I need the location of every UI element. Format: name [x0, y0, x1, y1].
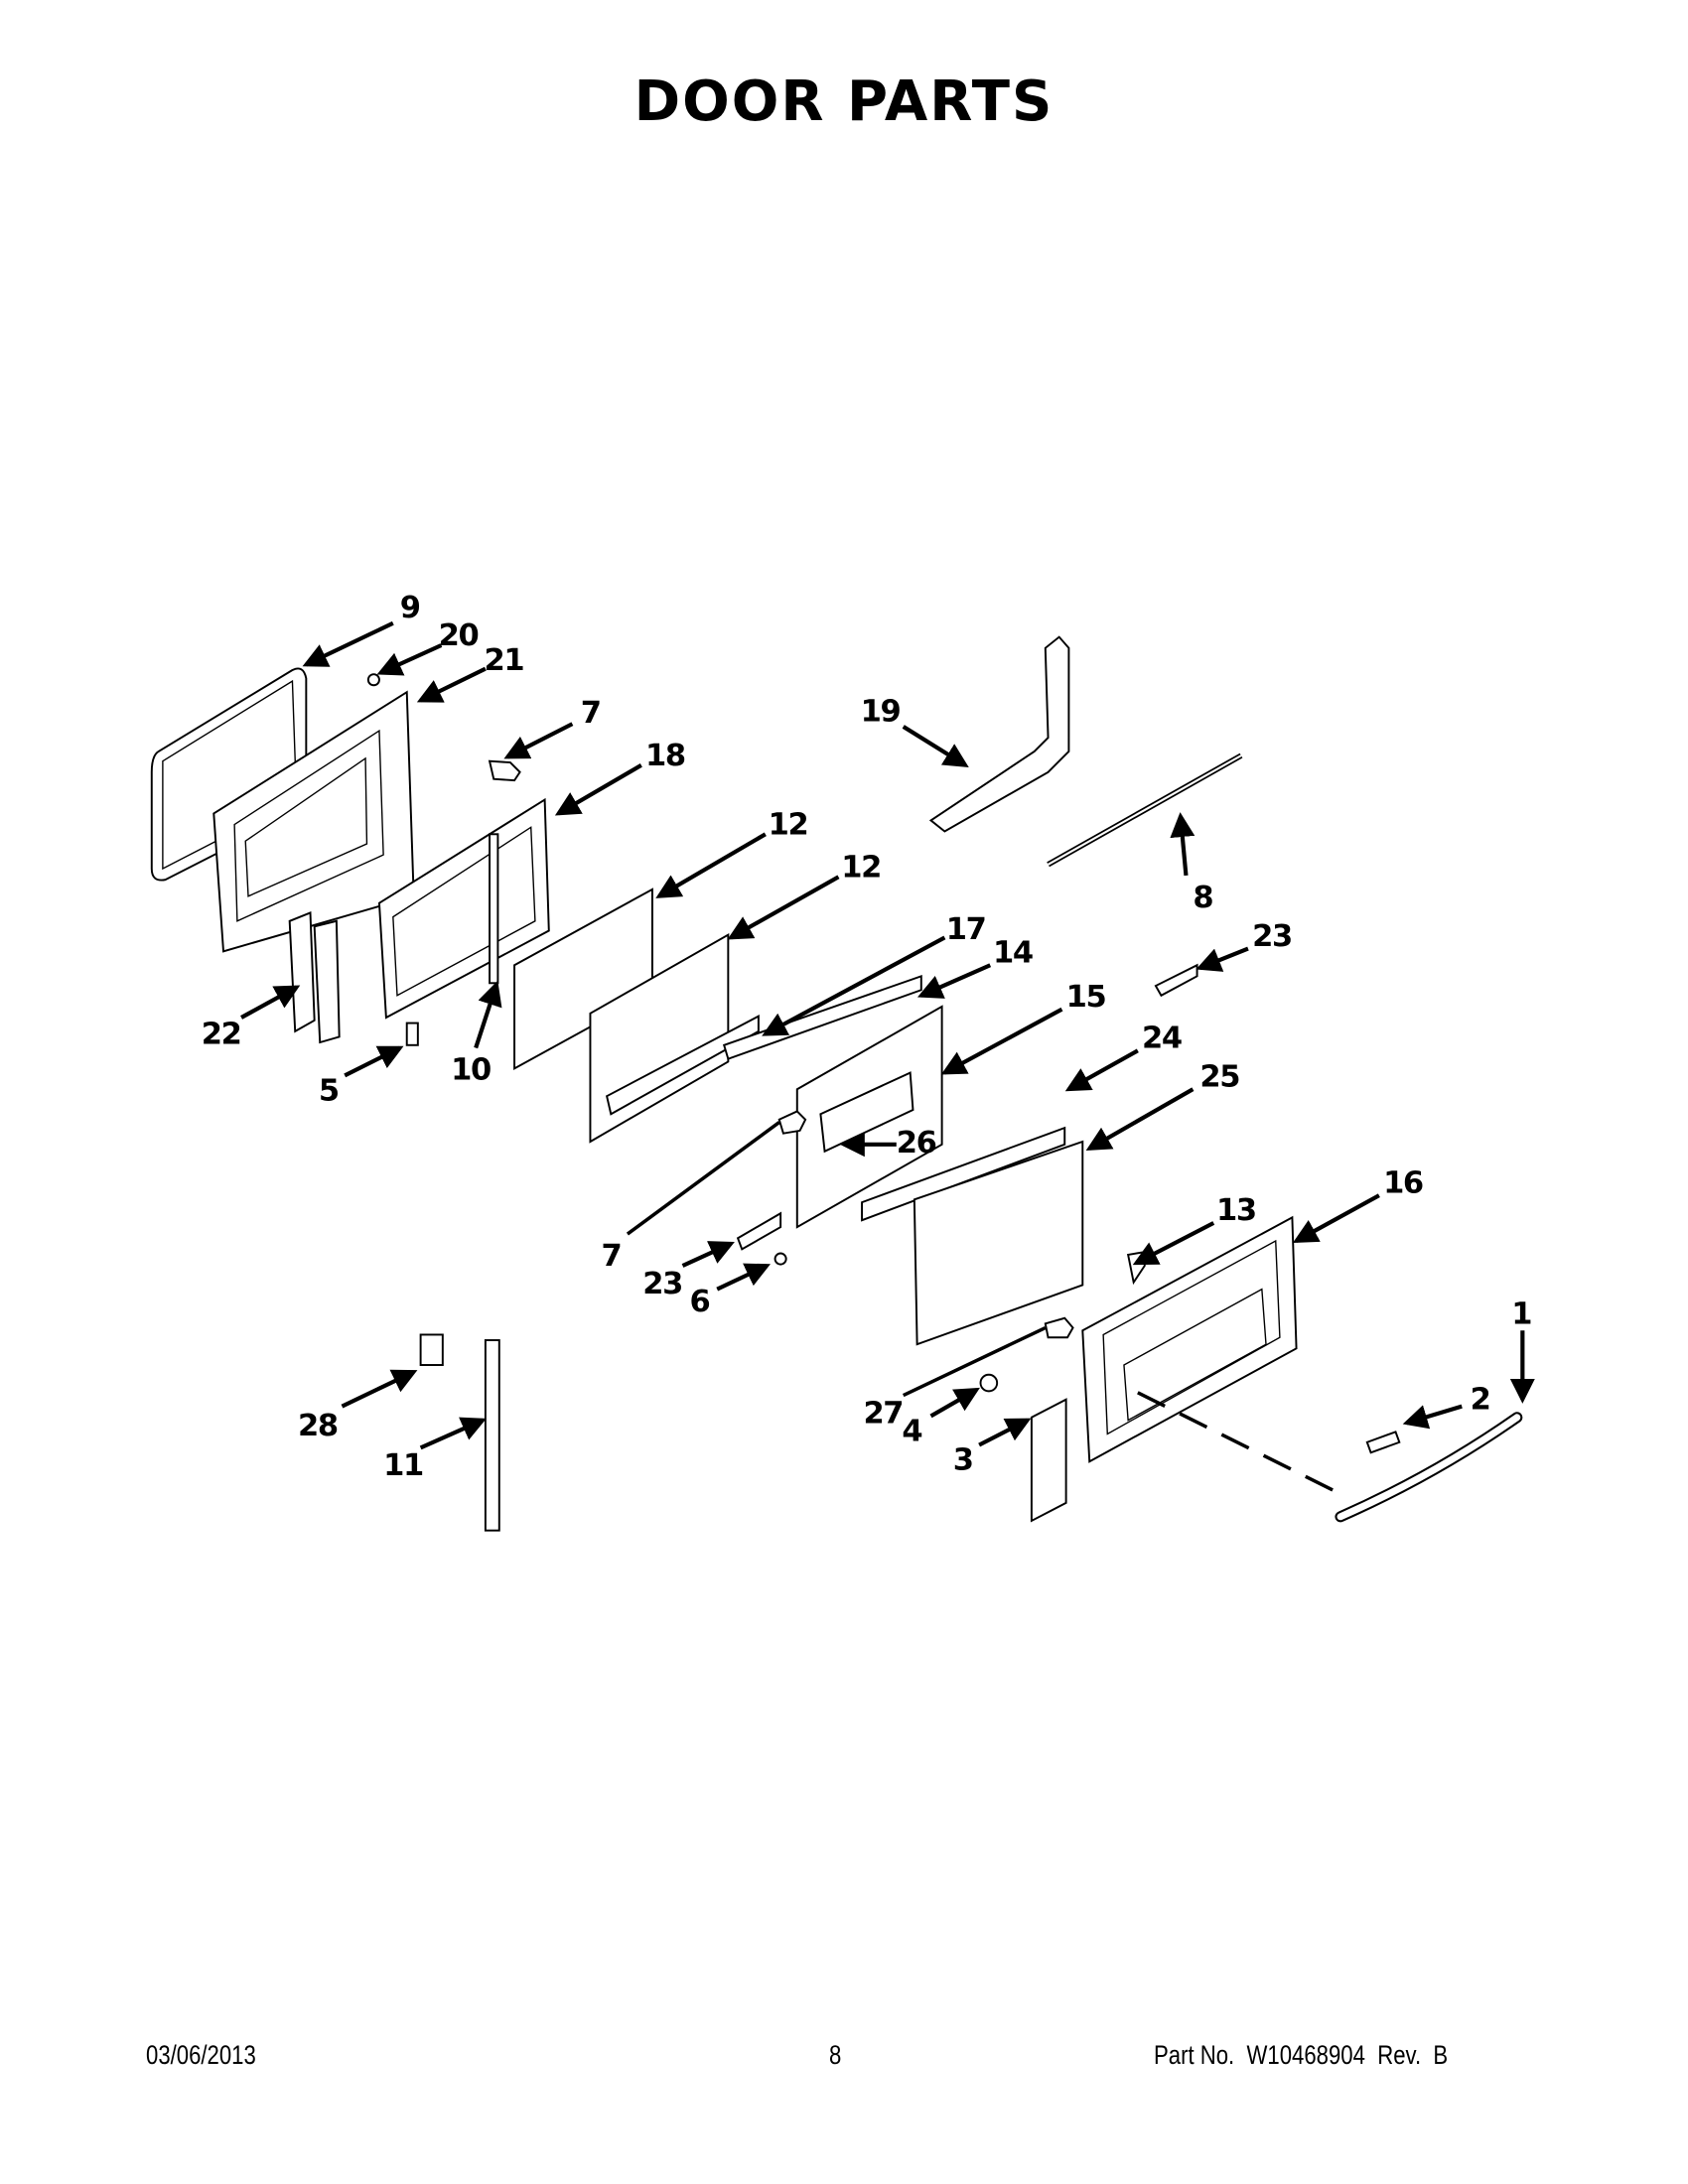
callout-24: 24 [1142, 1022, 1182, 1056]
callout-13: 13 [1216, 1193, 1256, 1228]
callout-11: 11 [383, 1448, 423, 1483]
callout-25: 25 [1199, 1059, 1239, 1094]
callout-18: 18 [645, 739, 685, 773]
callout-2: 2 [1471, 1382, 1490, 1417]
part-10-bracket [489, 833, 499, 985]
part-24-strip [861, 1126, 1066, 1222]
part-23-bracket-2 [736, 1211, 782, 1251]
callout-27: 27 [863, 1396, 903, 1431]
part-7-screw-2 [777, 1110, 807, 1135]
callout-28: 28 [298, 1409, 338, 1443]
callout-10: 10 [451, 1053, 491, 1088]
callout-21: 21 [485, 643, 524, 678]
part-26-window [819, 1071, 914, 1154]
callout-1: 1 [1511, 1297, 1531, 1331]
part-28-clip [419, 1333, 444, 1366]
callout-3: 3 [953, 1443, 973, 1478]
part-16-outer-door [1081, 1215, 1298, 1463]
callout-17: 17 [946, 912, 986, 947]
part-25-glass [913, 1140, 1084, 1346]
callout-8: 8 [1193, 881, 1212, 915]
callout-23: 23 [642, 1267, 682, 1301]
callout-9: 9 [400, 591, 420, 625]
footer-date: 03/06/2013 [146, 2040, 256, 2070]
callout-7-lower: 7 [602, 1239, 622, 1274]
part-6-nut [774, 1252, 787, 1266]
callout-20: 20 [439, 618, 479, 653]
callout-6: 6 [689, 1285, 709, 1319]
callout-5: 5 [319, 1073, 339, 1108]
callout-16: 16 [1383, 1165, 1423, 1200]
callout-4: 4 [902, 1414, 921, 1448]
part-19-trim [928, 635, 1070, 833]
part-4-washer [979, 1373, 999, 1393]
part-5-clip [405, 1022, 419, 1046]
callout-19: 19 [861, 694, 901, 729]
part-27-screw [1044, 1316, 1074, 1339]
part-23-bracket [1154, 963, 1198, 998]
callout-12-second: 12 [841, 850, 881, 885]
footer-page-number: 8 [829, 2040, 842, 2070]
part-3-insulation [1030, 1398, 1067, 1523]
part-11-hinge-rail [484, 1339, 500, 1532]
callout-12: 12 [769, 807, 808, 842]
callout-22: 22 [202, 1017, 241, 1051]
page-title: DOOR PARTS [633, 69, 1055, 134]
part-22-hinge [288, 911, 316, 1033]
part-17-bracket [606, 1015, 760, 1116]
callout-15: 15 [1066, 980, 1106, 1015]
callout-14: 14 [993, 935, 1033, 970]
part-7-screw [488, 759, 521, 782]
part-2-endcap [1365, 1431, 1401, 1454]
callout-23-upper: 23 [1252, 919, 1292, 954]
callout-7: 7 [581, 696, 601, 731]
footer-part-number: Part No. W10468904 Rev. B [1154, 2040, 1449, 2070]
callout-26: 26 [897, 1126, 936, 1160]
part-13-screw [1126, 1250, 1146, 1286]
part-20-nut [366, 673, 380, 687]
